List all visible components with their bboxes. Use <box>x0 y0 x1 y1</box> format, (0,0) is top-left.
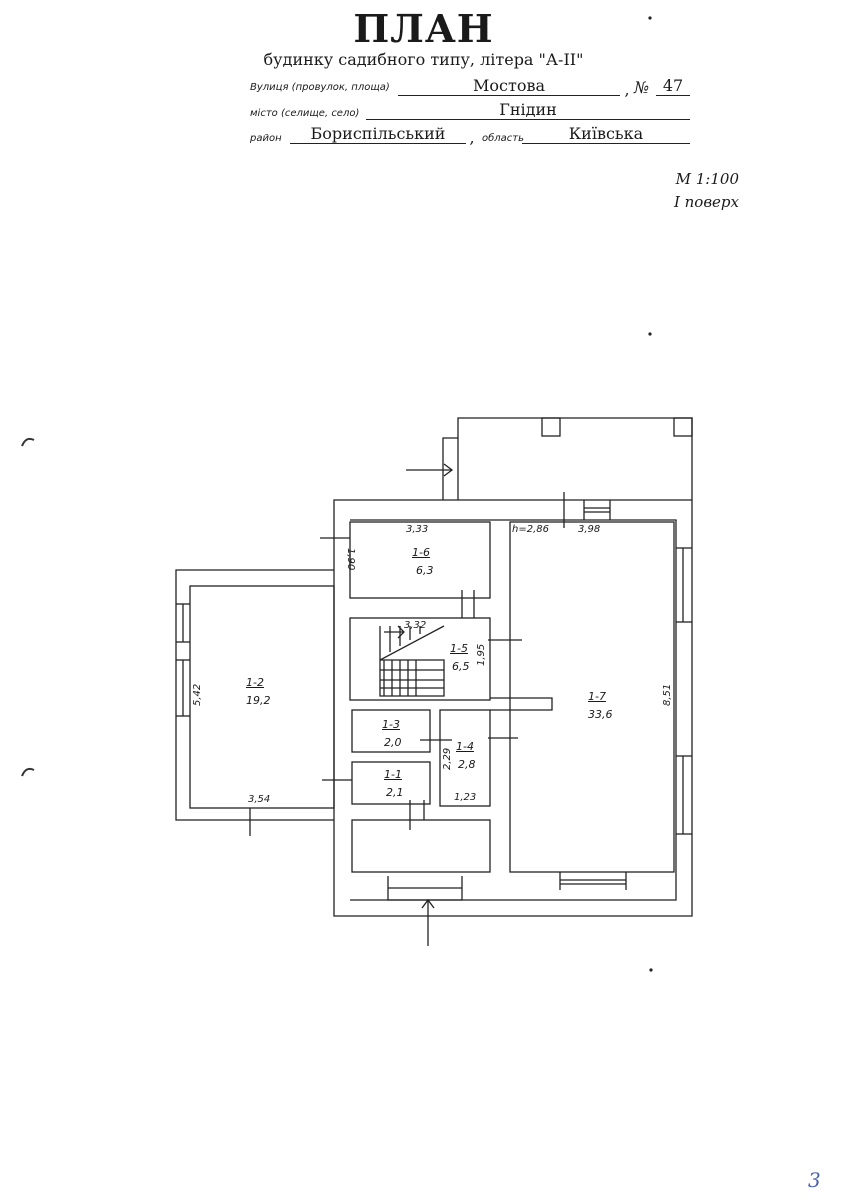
house-outer-wall <box>333 499 693 917</box>
room-1-2-outer-wall <box>175 569 334 821</box>
room-1-2-area: 19,2 <box>246 694 271 707</box>
room-1-2-outline <box>189 585 335 809</box>
terrace-post <box>541 417 561 437</box>
street-comma: , <box>624 80 630 99</box>
district-value: Бориспільський <box>290 124 466 144</box>
number-value: 47 <box>656 76 690 96</box>
room-1-4-area: 2,8 <box>458 758 476 771</box>
room-1-5-area: 6,5 <box>452 660 470 673</box>
page-number: 3 <box>808 1168 821 1192</box>
room-1-6-area: 6,3 <box>416 564 434 577</box>
scale-label: М 1:100 <box>675 170 739 188</box>
page-subtitle: будинку садибного типу, літера "А-ІІ" <box>263 50 584 69</box>
room-1-2-label: 1-2 <box>246 676 264 689</box>
dim-room-1-2-depth: 5,42 <box>192 683 203 706</box>
region-label: область <box>482 133 525 144</box>
room-1-3-outline <box>351 709 431 753</box>
district-comma: , <box>469 128 475 147</box>
room-1-4-outline <box>439 709 491 807</box>
dim-room-1-6-width: 3,33 <box>406 524 429 535</box>
vestibule-outline <box>351 819 491 873</box>
room-1-7-label: 1-7 <box>588 690 606 703</box>
district-label: район <box>250 133 282 144</box>
city-value: Гнідин <box>366 100 690 120</box>
dim-room-1-5-width: 3,32 <box>404 620 427 631</box>
street-label: Вулиця (провулок, площа) <box>250 82 390 93</box>
room-1-1-area: 2,1 <box>386 786 404 799</box>
room-1-1-label: 1-1 <box>384 768 402 781</box>
room-1-4-label: 1-4 <box>456 740 474 753</box>
house-inner-wall <box>350 519 677 901</box>
room-1-7-area: 33,6 <box>588 708 613 721</box>
room-1-6-label: 1-6 <box>412 546 430 559</box>
dim-room-1-4-width: 1,23 <box>454 792 477 803</box>
dim-room-1-7-width: 3,98 <box>578 524 601 535</box>
room-1-7-outline <box>509 521 675 873</box>
dim-room-1-7-depth: 8,51 <box>662 683 673 706</box>
dim-ceiling-height: h=2,86 <box>512 524 549 535</box>
city-label: місто (селище, село) <box>250 108 360 119</box>
dim-room-1-6-depth: 1,90 <box>345 548 356 571</box>
room-1-3-label: 1-3 <box>382 718 400 731</box>
floor-label: І поверх <box>673 193 739 211</box>
dim-room-1-5-depth: 1,95 <box>476 643 487 666</box>
room-1-5-label: 1-5 <box>450 642 468 655</box>
room-1-3-area: 2,0 <box>384 736 402 749</box>
dim-room-1-4-depth: 2,29 <box>442 747 453 770</box>
dim-room-1-2-width: 3,54 <box>248 794 271 805</box>
region-value: Київська <box>522 124 690 144</box>
room-1-1-outline <box>351 761 431 805</box>
number-label: № <box>634 78 650 97</box>
terrace-outline <box>442 417 693 500</box>
page-title: ПЛАН <box>353 6 494 51</box>
terrace-post-right <box>673 417 693 437</box>
room-1-5-outline <box>349 617 491 701</box>
street-value: Мостова <box>398 76 620 96</box>
